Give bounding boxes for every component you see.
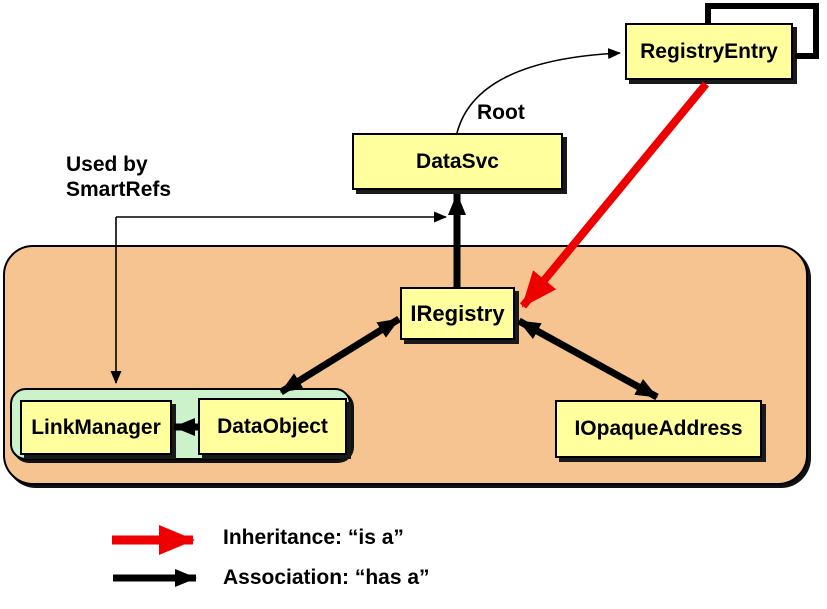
used-by-note-line1: Used by — [66, 153, 148, 176]
node-registry-entry: RegistryEntry — [625, 23, 793, 80]
legend-association-label: Association: “has a” — [223, 566, 430, 589]
node-data-object-label: DataObject — [217, 414, 328, 438]
node-iregistry-label: IRegistry — [410, 300, 505, 326]
used-by-smartrefs-note: Used by SmartRefs — [66, 152, 171, 202]
node-link-manager-label: LinkManager — [31, 415, 161, 439]
node-data-svc-label: DataSvc — [416, 149, 499, 173]
node-registry-entry-label: RegistryEntry — [640, 39, 778, 63]
node-link-manager: LinkManager — [20, 400, 172, 455]
used-by-note-line2: SmartRefs — [66, 178, 172, 201]
node-iopaque-address-label: IOpaqueAddress — [574, 417, 743, 440]
node-data-object: DataObject — [198, 398, 347, 455]
node-iopaque-address: IOpaqueAddress — [555, 400, 762, 458]
legend-inheritance-label: Inheritance: “is a” — [223, 526, 404, 549]
node-data-svc: DataSvc — [352, 133, 563, 190]
node-iregistry: IRegistry — [400, 287, 515, 340]
root-edge-label: Root — [477, 101, 525, 124]
